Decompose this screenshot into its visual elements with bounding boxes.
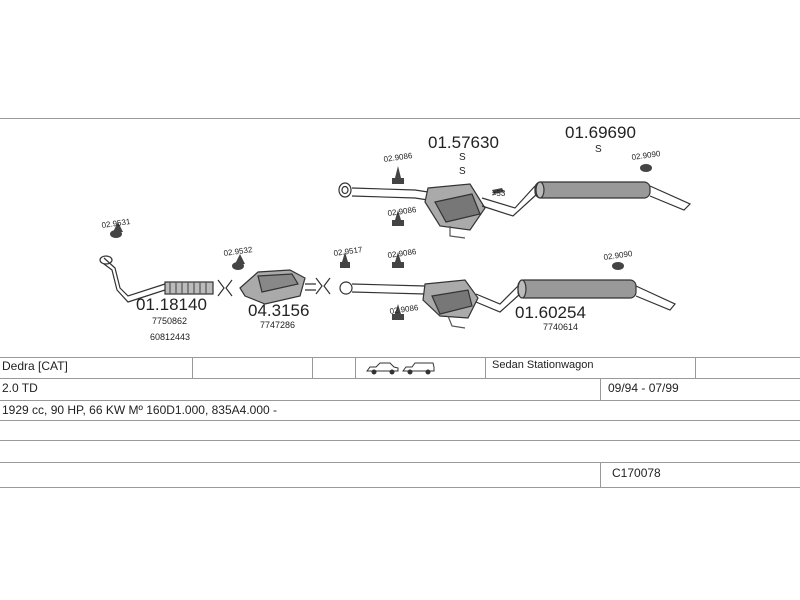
clamp-label: 02.9086 (387, 247, 417, 260)
upper-middle-mark: S (459, 152, 466, 163)
clamp-9517-icon (340, 252, 350, 268)
table-border (0, 420, 800, 421)
table-border (0, 378, 800, 379)
upper-intermediate-pipe (481, 185, 538, 217)
clamp-9086-icon (392, 210, 404, 226)
upper-front-pipe (351, 187, 429, 201)
lower-intermediate-pipe (475, 285, 521, 313)
oe-ref: 7740614 (543, 322, 578, 332)
upper-front-flange (338, 182, 352, 198)
clamp-9532-icon (232, 254, 245, 270)
front-downpipe (103, 257, 166, 303)
clamp-9086-icon (392, 304, 404, 320)
clamp-label: 02.9086 (383, 151, 413, 164)
oe-ref: 7750862 (152, 316, 187, 326)
table-border (0, 400, 800, 401)
production-years: 09/94 - 07/99 (608, 381, 679, 395)
table-border (0, 357, 800, 358)
upper-middle-mark: S (459, 166, 466, 177)
table-border (0, 487, 800, 488)
part-number-catalyst: 04.3156 (248, 301, 309, 320)
clamp-label: 02.9532 (223, 245, 253, 258)
engine-details: 1929 cc, 90 HP, 66 KW Mº 160D1.000, 835A… (2, 403, 277, 417)
clamp-9531-icon (110, 222, 123, 238)
lower-front-pipe (351, 283, 426, 295)
sedan-icon (366, 362, 399, 375)
clamp-label: 02.9531 (101, 217, 131, 230)
clamp-label: ≠53 (492, 189, 506, 198)
clamp-label: 02.9086 (387, 205, 417, 218)
table-border (0, 462, 800, 463)
clamp-9086-icon (392, 166, 404, 184)
part-number-lower-rear: 01.60254 (515, 303, 586, 322)
upper-tailpipe (649, 185, 692, 211)
oe-ref: 60812443 (150, 332, 190, 342)
car-body-icons (366, 361, 436, 380)
upper-rear-mark: S (595, 144, 602, 155)
flex-pipe (164, 281, 214, 295)
clamp-9090-icon (640, 164, 652, 172)
clamp-label: 02.9090 (603, 249, 633, 262)
table-border (0, 118, 800, 119)
catalog-code: C170078 (612, 466, 661, 480)
table-border (0, 440, 800, 441)
upper-exhaust-system (338, 181, 692, 239)
clamp-label: 02.9086 (389, 303, 419, 316)
part-number-upper-middle: 01.57630 (428, 133, 499, 152)
part-number-upper-rear: 01.69690 (565, 123, 636, 142)
oe-ref: 7747286 (260, 320, 295, 330)
clamp-label: 02.9517 (333, 245, 363, 258)
vehicle-model: Dedra [CAT] (2, 359, 68, 373)
clamp-9090-icon (612, 262, 624, 270)
lower-exhaust-system (99, 255, 676, 329)
lower-rear-silencer (517, 279, 637, 299)
clamp-9086-icon (392, 252, 404, 268)
exhaust-system-diagram: 01.57630 S S 01.69690 S 01.18140 7750862… (0, 118, 800, 358)
lower-tailpipe (635, 285, 676, 311)
clamp-label: 02.9090 (631, 149, 661, 162)
stationwagon-icon (402, 362, 435, 375)
body-types: Sedan Stationwagon (492, 359, 594, 371)
clamp-53-icon (492, 188, 504, 194)
engine: 2.0 TD (2, 381, 38, 395)
part-number-front-pipe: 01.18140 (136, 295, 207, 314)
upper-rear-silencer (534, 181, 651, 199)
